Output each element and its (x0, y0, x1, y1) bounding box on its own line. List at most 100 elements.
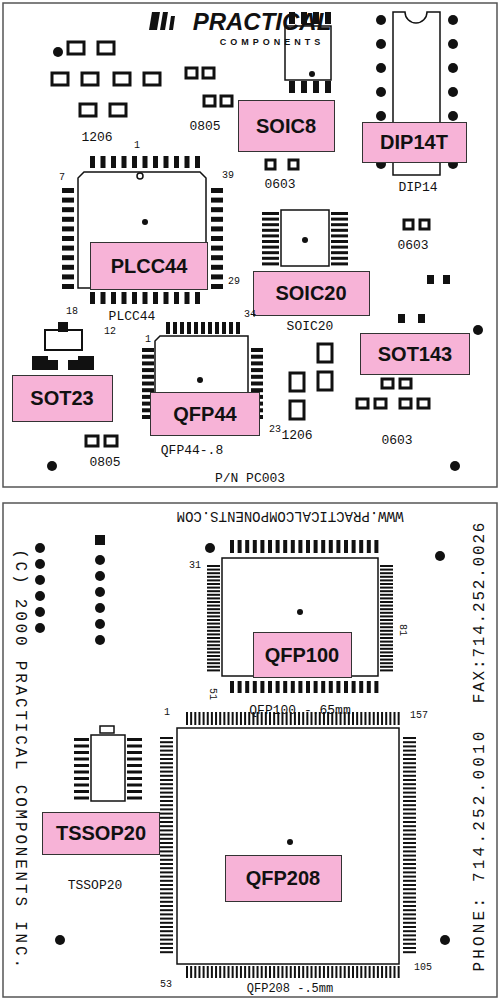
pad (211, 226, 223, 231)
pad (403, 859, 416, 861)
pad (142, 355, 154, 359)
pad (207, 572, 220, 574)
pad (314, 681, 318, 693)
pad (207, 669, 220, 671)
through-hole (448, 111, 458, 121)
pad (207, 626, 220, 628)
pad (127, 790, 142, 793)
pad (127, 797, 142, 800)
pad (348, 966, 350, 978)
pad (380, 648, 393, 650)
pad (160, 859, 173, 861)
pad (174, 156, 179, 168)
pad (132, 156, 137, 168)
pad (403, 846, 416, 848)
pad (228, 712, 230, 725)
pad (360, 712, 362, 725)
part-tag: SOT143 (360, 333, 470, 375)
pad (331, 223, 348, 226)
pad (403, 855, 416, 857)
pad-row (262, 212, 279, 265)
part-name: QFP208 (246, 867, 320, 889)
part-tag: SOT23 (12, 375, 113, 422)
pad (260, 681, 264, 693)
pad (380, 669, 393, 671)
pad (160, 825, 173, 827)
board-label: 1 (164, 708, 170, 718)
pad (195, 292, 200, 304)
pad (273, 966, 275, 978)
pad (207, 633, 220, 635)
pad (403, 922, 416, 924)
pad (207, 623, 220, 625)
pad (262, 229, 279, 232)
pad (211, 712, 213, 725)
pad (380, 633, 393, 635)
pad (160, 754, 173, 756)
pad-row (211, 188, 223, 289)
pad (207, 641, 220, 643)
pad (380, 579, 393, 581)
pad (403, 913, 416, 915)
part-name: DIP14T (380, 131, 448, 153)
pad (190, 712, 192, 725)
pad (143, 156, 148, 168)
pad (403, 783, 416, 785)
pad (336, 540, 340, 553)
through-hole (35, 543, 45, 553)
pad (302, 966, 304, 978)
pad (356, 966, 358, 978)
pad (190, 966, 192, 978)
board-label: 1206 (281, 429, 312, 442)
pad (160, 934, 173, 936)
pad (160, 745, 173, 747)
pad (251, 382, 263, 386)
pad (211, 207, 223, 212)
pad (211, 188, 223, 193)
pad (403, 808, 416, 810)
pad (166, 322, 170, 334)
pad (201, 322, 205, 334)
pad (360, 966, 362, 978)
board-label: 18 (66, 307, 78, 317)
pad (208, 322, 212, 334)
board-label: 1 (145, 335, 151, 345)
pad (377, 966, 379, 978)
logo-text: COMPONENTS (220, 38, 325, 47)
pad (223, 966, 225, 978)
pad (403, 775, 416, 777)
pad (111, 292, 116, 304)
pad (207, 594, 220, 596)
pad (327, 966, 329, 978)
board-label: PHONE: 714.252.0010 (472, 728, 488, 971)
pad (160, 918, 173, 920)
pad (277, 966, 279, 978)
pad (198, 712, 200, 725)
pad (403, 834, 416, 836)
pad (315, 966, 317, 978)
pad (403, 745, 416, 747)
pad (132, 292, 137, 304)
through-hole (448, 63, 458, 73)
pad (160, 905, 173, 907)
pad (62, 226, 74, 231)
pad (403, 951, 416, 953)
pad (283, 681, 287, 693)
pad (403, 867, 416, 869)
pad (160, 939, 173, 941)
pad (160, 796, 173, 798)
pad (321, 681, 325, 693)
pad (207, 605, 220, 607)
pad (174, 292, 179, 304)
pad (394, 966, 396, 978)
pad (153, 292, 158, 304)
pad (160, 834, 173, 836)
pad (403, 918, 416, 920)
pad (403, 796, 416, 798)
pad (403, 888, 416, 890)
pad (403, 943, 416, 945)
pad (364, 712, 366, 725)
pad (262, 234, 279, 237)
pad (160, 850, 173, 852)
pad (74, 790, 89, 793)
